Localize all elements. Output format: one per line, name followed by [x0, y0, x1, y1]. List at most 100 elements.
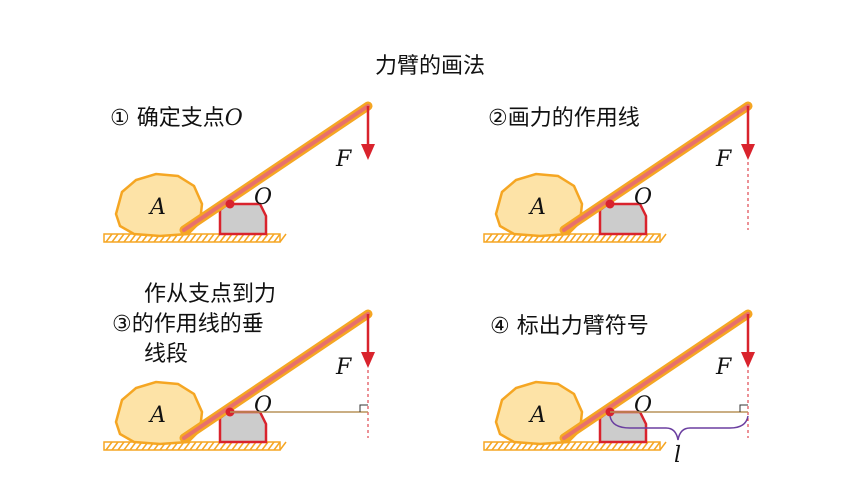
- ground-hatch-line: [273, 441, 281, 451]
- force-label: F: [715, 147, 732, 172]
- ground-hatch-line: [267, 441, 275, 451]
- ground-hatch-line: [617, 441, 625, 451]
- ground-hatch-line: [219, 441, 227, 451]
- ground-hatch-line: [267, 233, 275, 243]
- ground-hatch-line: [225, 441, 233, 451]
- ground-hatch-line: [183, 233, 191, 243]
- ground-hatch-line: [225, 233, 233, 243]
- ground-hatch-line: [653, 233, 661, 243]
- ground-hatch-line: [261, 441, 269, 451]
- ground-hatch-line: [279, 233, 287, 243]
- ground-hatch-line: [509, 233, 517, 243]
- ground-hatch-line: [635, 441, 643, 451]
- fulcrum-label: O: [634, 185, 652, 210]
- ground-hatch-line: [237, 233, 245, 243]
- force-arrow-head: [361, 352, 375, 368]
- ground-hatch-line: [219, 233, 227, 243]
- object-a: [494, 380, 584, 446]
- ground-hatch-line: [653, 441, 661, 451]
- ground-hatch-line: [575, 233, 583, 243]
- right-angle-mark: [739, 404, 748, 412]
- step-3-number: ③: [112, 312, 132, 337]
- ground-hatch-line: [213, 441, 221, 451]
- ground-hatch-line: [575, 441, 583, 451]
- ground-base: [483, 233, 661, 243]
- ground-hatch-line: [279, 441, 287, 451]
- page-title: 力臂的画法: [374, 54, 485, 79]
- force-label: F: [715, 355, 732, 380]
- ground-hatch-line: [587, 233, 595, 243]
- ground-hatch-line: [581, 233, 589, 243]
- ground-hatch-line: [189, 441, 197, 451]
- ground-hatch-line: [273, 233, 281, 243]
- ground-hatch-line: [249, 233, 257, 243]
- ground-hatch-line: [641, 441, 649, 451]
- ground-hatch-line: [123, 233, 131, 243]
- step-2-label: ②画力的作用线: [488, 104, 640, 134]
- step-3-line2: 的作用线的垂: [131, 312, 264, 337]
- ground-hatch-line: [623, 441, 631, 451]
- diagram-panel-2: A O F: [483, 101, 755, 243]
- fulcrum-label: O: [254, 185, 272, 210]
- ground-hatch-line: [599, 441, 607, 451]
- fulcrum-label: O: [634, 393, 652, 418]
- force-label: F: [335, 355, 352, 380]
- object-a-label: A: [148, 403, 166, 428]
- ground-hatch-line: [629, 233, 637, 243]
- fulcrum-label: O: [254, 393, 272, 418]
- ground-hatch-line: [605, 233, 613, 243]
- step-1-suffix: O: [224, 106, 243, 131]
- ground-hatch-line: [213, 233, 221, 243]
- right-angle-mark: [359, 404, 368, 412]
- step-4-number: ④: [490, 314, 510, 339]
- ground-hatch-line: [593, 441, 601, 451]
- ground-hatch-line: [503, 233, 511, 243]
- lever-bar-inner: [182, 104, 370, 232]
- ground-hatch-line: [255, 233, 263, 243]
- ground-hatch-line: [497, 441, 505, 451]
- ground-base: [483, 441, 661, 451]
- object-a: [114, 172, 204, 238]
- lever-arm-label: l: [674, 443, 681, 468]
- step-1-label: ① 确定支点O: [110, 104, 243, 134]
- ground-hatch-line: [569, 233, 577, 243]
- ground-base: [103, 441, 281, 451]
- step-4-text: 标出力臂符号: [516, 314, 649, 339]
- diagram-panel-3: A O F: [103, 309, 375, 451]
- force-arrow-head: [741, 144, 755, 160]
- ground-hatch-line: [497, 233, 505, 243]
- force-arrow-head: [361, 144, 375, 160]
- ground-hatch-line: [105, 233, 113, 243]
- ground-hatch-line: [111, 233, 119, 243]
- object-a-label: A: [528, 403, 546, 428]
- ground-hatch-line: [617, 233, 625, 243]
- ground-hatch-line: [129, 233, 137, 243]
- ground-hatch-line: [629, 441, 637, 451]
- ground-hatch-line: [117, 233, 125, 243]
- step-1-number: ①: [110, 106, 130, 131]
- step-3-line3: 线段: [144, 342, 189, 367]
- ground-hatch-line: [563, 233, 571, 243]
- ground-hatch-line: [491, 233, 499, 243]
- ground-hatch-line: [659, 441, 667, 451]
- step-2-number: ②: [488, 106, 508, 131]
- lever-bar-inner: [562, 104, 750, 232]
- ground-hatch-line: [569, 441, 577, 451]
- ground-hatch-line: [587, 441, 595, 451]
- lever-arm-brace: [609, 415, 749, 441]
- ground-hatch-line: [249, 441, 257, 451]
- ground-hatch-line: [207, 233, 215, 243]
- ground-hatch-line: [641, 233, 649, 243]
- ground-hatch-line: [593, 233, 601, 243]
- ground-hatch-line: [635, 233, 643, 243]
- ground-hatch-line: [611, 233, 619, 243]
- object-a: [494, 172, 584, 238]
- ground-hatch-line: [129, 441, 137, 451]
- ground-hatch-line: [243, 441, 251, 451]
- step-2-text: 画力的作用线: [507, 106, 640, 131]
- ground-hatch-line: [659, 233, 667, 243]
- step-4-label: ④ 标出力臂符号: [490, 312, 649, 342]
- object-a-label: A: [528, 195, 546, 220]
- ground-hatch-line: [183, 441, 191, 451]
- ground-hatch-line: [207, 441, 215, 451]
